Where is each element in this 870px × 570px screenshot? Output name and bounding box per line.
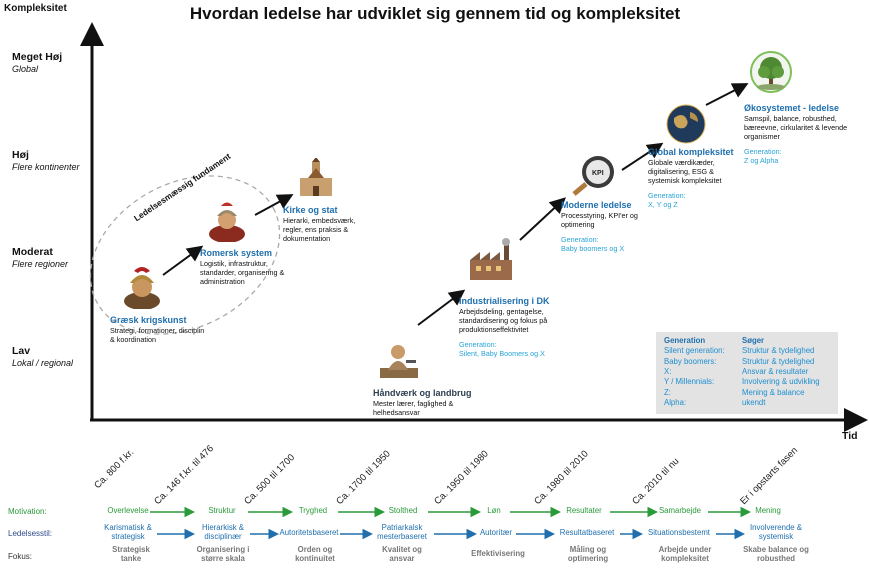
focus-cell: Skabe balance og robusthed <box>743 545 809 563</box>
stage-desc: Strategi, formationer, disciplin & koord… <box>110 325 205 344</box>
diagram-title: Hvordan ledelse har udviklet sig gennem … <box>189 4 681 23</box>
focus-cell: Strategisk tanke <box>112 545 150 563</box>
progress-arrow-2 <box>254 194 294 216</box>
foundation-ellipse <box>89 175 281 335</box>
stage-ecosystem: Økosystemet - ledelse Samspil, balance, … <box>744 103 856 165</box>
stage-title: Kirke og stat <box>283 205 338 215</box>
stage-generation: Generation: X, Y og Z <box>648 190 686 209</box>
motivation-row-label: Motivation: <box>8 507 47 516</box>
progress-arrow-6 <box>705 83 749 106</box>
motivation-cell: Tryghed <box>298 506 328 515</box>
leadership-cell: Autoritetsbaseret <box>279 528 339 537</box>
leadership-cell: Patriarkalsk mesterbaseret <box>377 523 427 541</box>
stage-desc: Logistik, infrastruktur, standarder, org… <box>200 258 285 286</box>
focus-cell: Effektivisering <box>471 549 525 558</box>
stage-desc: Globale værdikæder, digitalisering, ESG … <box>648 157 722 185</box>
stage-desc: Mester lærer, faglighed & helhedsansvar <box>373 398 454 417</box>
stage-generation: Generation: Silent, Baby Boomers og X <box>459 339 545 358</box>
y-axis-title: Kompleksitet <box>4 3 67 14</box>
stage-industrial: Industrialisering i DK Arbejdsdeling, ge… <box>459 296 559 358</box>
craftsman-icon <box>380 345 418 378</box>
generation-legend: Generation Silent generation: Baby boome… <box>656 332 838 414</box>
roman-soldier-icon <box>209 202 245 242</box>
stage-title: Global kompleksitet <box>648 147 734 157</box>
tree-icon <box>750 51 792 93</box>
motivation-cell: Mening <box>755 506 781 515</box>
x-axis-title: Tid <box>842 430 858 442</box>
legend-generation-column: Generation Silent generation: Baby boome… <box>664 336 725 408</box>
leadership-cell: Autoritær <box>479 528 513 537</box>
motivation-cell: Resultater <box>566 506 602 515</box>
focus-cell: Måling og optimering <box>567 545 609 563</box>
focus-cell: Organisering i større skala <box>196 545 250 563</box>
globe-icon <box>666 104 706 144</box>
focus-cell: Orden og kontinuitet <box>295 545 335 563</box>
stage-craft: Håndværk og landbrug Mester lærer, fagli… <box>373 388 473 417</box>
stage-desc: Hierarki, embedsværk, regler, ens praksi… <box>283 215 356 243</box>
svg-text:KPI: KPI <box>592 170 604 177</box>
stage-desc: Samspil, balance, robusthed, bæreevne, c… <box>744 113 848 141</box>
stage-title: Økosystemet - ledelse <box>744 103 840 113</box>
progress-arrow-5 <box>621 142 664 171</box>
leadership-cell: Involverende & systemisk <box>749 523 802 541</box>
focus-cell: Arbejde under kompleksitet <box>658 545 712 563</box>
stage-desc: Arbejdsdeling, gentagelse, standardiseri… <box>459 306 548 334</box>
motivation-cell: Struktur <box>208 506 236 515</box>
church-icon <box>300 158 332 196</box>
factory-icon <box>470 238 512 280</box>
motivation-cell: Løn <box>487 506 501 515</box>
motivation-cell: Stolthed <box>388 506 418 515</box>
stage-title: Håndværk og landbrug <box>373 388 472 398</box>
stage-modern: Moderne ledelse Processtyring, KPI'er og… <box>561 200 651 253</box>
legend-seeks-column: Søger Struktur & tydelighed Struktur & t… <box>742 336 820 408</box>
greek-warrior-icon <box>124 267 160 309</box>
leadership-cell: Karismatisk & strategisk <box>104 523 152 541</box>
stage-title: Græsk krigskunst <box>110 315 187 325</box>
progress-arrow-1 <box>162 245 204 276</box>
stage-title: Romersk system <box>200 248 273 258</box>
progress-arrow-4 <box>519 197 566 241</box>
focus-cell: Kvalitet og ansvar <box>382 545 422 563</box>
leadership-cell: Hierarkisk & disciplinær <box>201 523 245 541</box>
stage-desc: Processtyring, KPI'er og optimering <box>561 210 638 229</box>
kpi-magnifier-icon: KPI <box>572 156 614 196</box>
focus-row-label: Fokus: <box>8 552 33 561</box>
stage-church: Kirke og stat Hierarki, embedsværk, regl… <box>283 205 368 243</box>
stage-generation: Generation: Z og Alpha <box>744 146 782 165</box>
motivation-cell: Overlevelse <box>107 506 149 515</box>
leadership-cell: Resultatbaseret <box>559 528 615 537</box>
stage-global: Global kompleksitet Globale værdikæder, … <box>648 147 740 209</box>
stage-greek: Græsk krigskunst Strategi, formationer, … <box>110 315 210 344</box>
stage-generation: Generation: Baby boomers og X <box>561 234 625 253</box>
stage-title: Moderne ledelse <box>561 200 632 210</box>
leadership-cell: Situationsbestemt <box>648 528 710 537</box>
progress-arrow-3 <box>417 289 466 326</box>
stage-roman: Romersk system Logistik, infrastruktur, … <box>200 248 292 286</box>
stage-title: Industrialisering i DK <box>459 296 550 306</box>
leadership-row-label: Ledelsesstil: <box>8 529 53 538</box>
motivation-cell: Samarbejde <box>658 506 702 515</box>
